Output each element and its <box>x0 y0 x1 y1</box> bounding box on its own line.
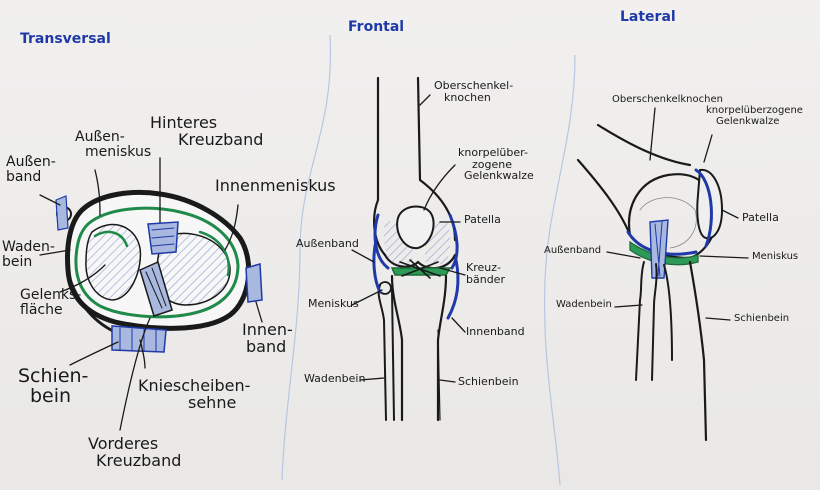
fibula-lateral <box>635 261 645 381</box>
label-innenband-t: Innen-band <box>242 320 293 356</box>
label-schienbein-f: Schienbein <box>458 375 519 388</box>
label-patella-f: Patella <box>464 213 501 226</box>
label-oberschenkelknochen-l: Oberschenkelknochen <box>612 94 723 105</box>
label-aussenmeniskus: Außen-meniskus <box>75 129 152 160</box>
fibula <box>377 284 387 421</box>
cartilage-medial <box>448 213 459 270</box>
label-gelenkflaeche: Gelenks-fläche <box>20 287 82 318</box>
tibia-lateral <box>688 260 708 442</box>
frontal-view <box>351 76 466 422</box>
label-kniescheibensehne: Kniescheiben-sehne <box>138 376 251 412</box>
femur-lateral <box>596 123 692 167</box>
lateral-collateral-frontal <box>372 238 382 294</box>
lateral-view <box>576 107 749 442</box>
cruciate-lateral <box>649 219 669 279</box>
cruciate-ligaments <box>399 259 441 279</box>
label-aussenband-t: Außen-band <box>6 154 56 185</box>
patellar-tendon <box>111 325 167 353</box>
cartilage-lateral-view <box>694 168 713 248</box>
label-aussenband-f: Außenband <box>296 237 359 250</box>
divider-right <box>543 54 576 486</box>
tibia <box>390 274 404 422</box>
label-wadenbein-t: Waden-bein <box>2 239 55 270</box>
label-oberschenkelknochen-f: Oberschenkel-knochen <box>434 79 514 104</box>
patella <box>396 205 435 250</box>
label-innenband-f: Innenband <box>466 325 525 338</box>
label-wadenbein-l: Wadenbein <box>556 299 612 310</box>
label-innenmeniskus: Innenmeniskus <box>215 176 336 195</box>
label-schienbein-t: Schien-bein <box>18 365 89 407</box>
label-aussenband-l: Außenband <box>544 245 602 256</box>
label-patella-l: Patella <box>742 211 779 224</box>
meniscus-rim <box>74 206 240 319</box>
label-meniskus-l: Meniskus <box>752 251 799 262</box>
femur <box>373 76 387 257</box>
label-meniskus-f: Meniskus <box>308 297 359 310</box>
label-schienbein-l: Schienbein <box>734 313 790 324</box>
lateral-collateral <box>55 195 69 231</box>
heading-lateral: Lateral <box>620 9 676 25</box>
heading-frontal: Frontal <box>348 19 405 35</box>
divider-left <box>281 34 332 481</box>
label-kreuzbaender: Kreuz-bänder <box>466 261 505 286</box>
transversal-view <box>39 157 263 431</box>
medial-collateral-frontal <box>446 258 460 320</box>
label-wadenbein-f: Wadenbein <box>304 372 366 385</box>
medial-collateral <box>245 263 263 303</box>
heading-transversal: Transversal <box>20 31 111 47</box>
